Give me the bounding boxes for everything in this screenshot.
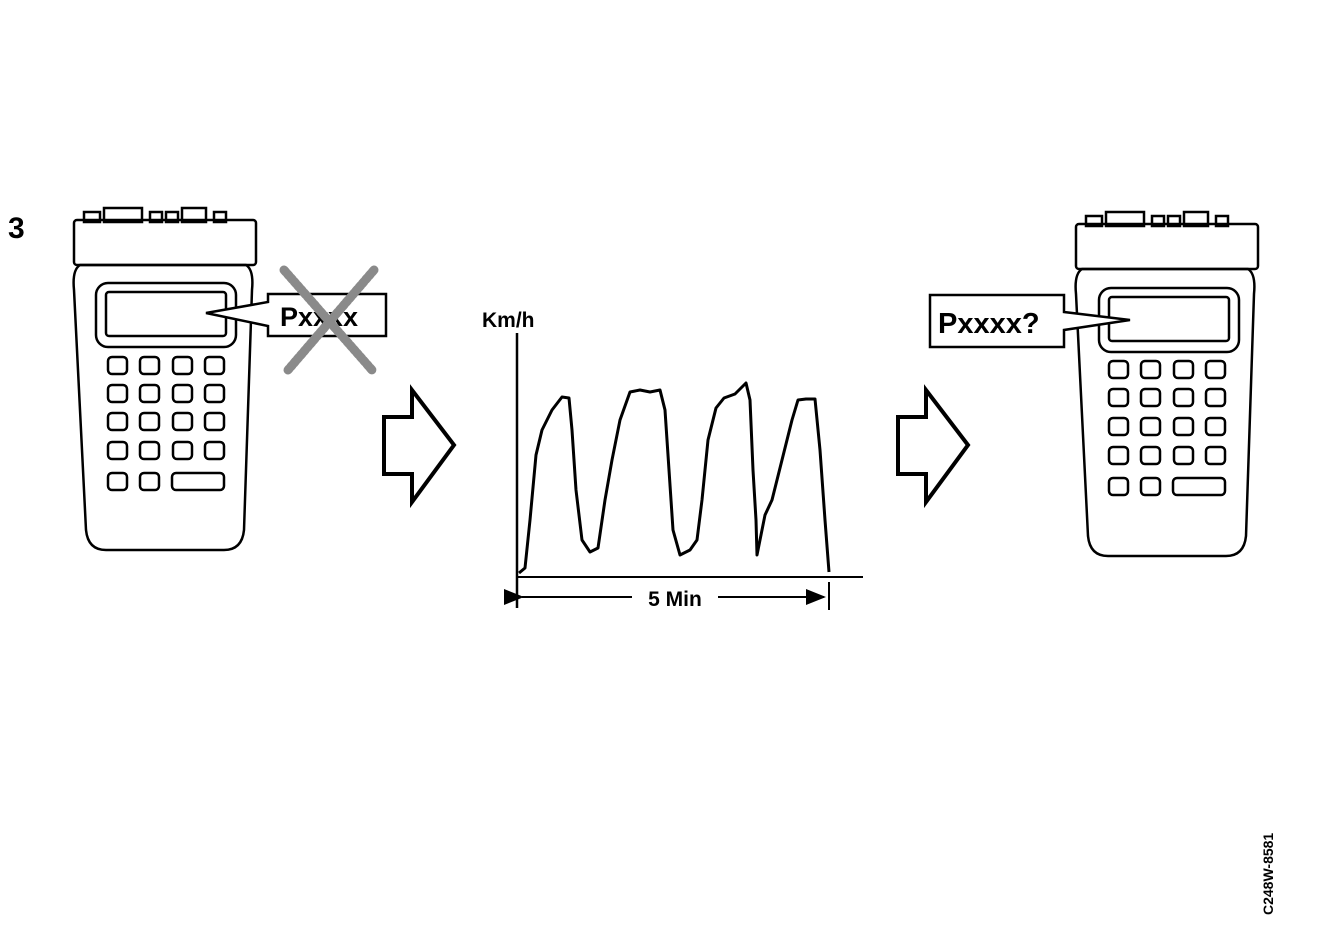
figure-id: C248W-8581	[1260, 833, 1276, 915]
step-number: 3	[8, 212, 25, 245]
y-axis-label: Km/h	[482, 309, 535, 332]
duration-label: 5 Min	[648, 588, 702, 611]
right-arrow-icon	[382, 384, 457, 509]
right-arrow-icon	[896, 384, 971, 509]
right-code-callout: Pxxxx?	[928, 293, 1131, 349]
speed-chart: Km/h 5 Min	[482, 309, 863, 611]
right-scan-tool	[1074, 210, 1260, 558]
crossed-out-icon	[279, 265, 379, 375]
left-code-callout: Pxxxx	[205, 292, 388, 338]
right-callout-code: Pxxxx?	[938, 308, 1040, 340]
speed-trace	[518, 381, 831, 575]
left-scan-tool	[72, 206, 258, 552]
